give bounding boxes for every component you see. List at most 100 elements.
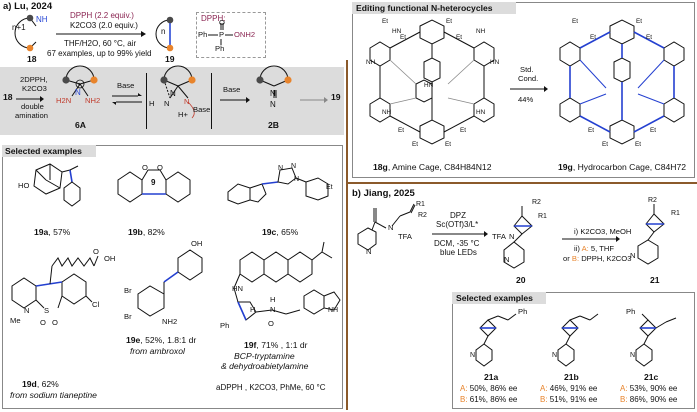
example-21b-label: 21b: [564, 372, 579, 382]
cond-sc: Sc(OTf)3/L*: [436, 220, 479, 229]
prod-21-r2: R2: [648, 197, 657, 204]
atom-h-19f: H: [250, 305, 256, 314]
cage-arrow-bottom: 44%: [518, 95, 534, 104]
cage-et-5: Et: [398, 127, 405, 134]
sm-n-label: n+1: [12, 23, 26, 32]
section-b-arrow-1: [432, 231, 488, 237]
example-21a-ph: Ph: [518, 307, 528, 316]
product-compound-label: 19: [165, 54, 175, 64]
amine-cage-structure: [369, 19, 495, 145]
ts-n3: N: [184, 97, 190, 106]
cage2-et-8: Et: [635, 141, 642, 148]
ts-bracket: [146, 73, 212, 129]
atom-ph-19f: Ph: [220, 321, 230, 330]
dpph-o: O: [219, 18, 225, 27]
section-a-heading: a) Lu, 2024: [3, 1, 53, 12]
cage-et-1: Et: [382, 18, 389, 25]
cage-arrow-top1: Std.: [520, 65, 534, 74]
int-6a-h2n: H2N: [56, 96, 72, 105]
cage-hn-mid: HN: [424, 82, 434, 89]
atom-o-19b-1: O: [142, 163, 148, 172]
int-2b-structure: [256, 65, 292, 98]
mech-reagent-top: 2DPPH,: [20, 75, 48, 84]
example-21c-a: A: 53%, 90% ee: [620, 384, 678, 393]
product-n-label: n: [161, 27, 166, 36]
sm-b-r1: R1: [416, 201, 425, 208]
int-20-r2: R2: [532, 199, 541, 206]
int-6a-label: 6A: [75, 120, 86, 130]
example-19d-caption: 19d, 62%: [22, 379, 59, 389]
mech-arrow-3: [300, 97, 328, 103]
cage-panel: [352, 2, 695, 178]
cond-leds: blue LEDs: [440, 248, 477, 257]
atom-et-19c: Et: [326, 184, 333, 191]
example-19b-caption: 19b, 82%: [128, 227, 165, 237]
example-19a-caption: 19a, 57%: [34, 227, 71, 237]
ts-h-plus: H+: [178, 110, 188, 119]
mech-reagent-bottom2: amination: [15, 111, 48, 120]
reagent-dpph: DPPH (2.2 equiv.): [70, 11, 134, 20]
atom-ho: HO: [18, 181, 30, 190]
int-20-r1: R1: [538, 213, 547, 220]
example-21a-a: A: 50%, 86% ee: [460, 384, 518, 393]
atom-br2: Br: [124, 312, 132, 321]
dpph-title: DPPH:: [201, 14, 226, 23]
mech-reagent-mid: K2CO3: [22, 84, 47, 93]
selected-examples-panel-b: [452, 292, 695, 409]
dpph-ph-bottom: Ph: [215, 44, 225, 53]
cage-et-8: Et: [445, 141, 452, 148]
prod-21-r1: R1: [671, 210, 680, 217]
int-2b-label: 2B: [268, 120, 279, 130]
example-21a-n: N: [470, 352, 476, 359]
mech-arrow-2: [220, 97, 250, 103]
example-21a-label: 21a: [484, 372, 499, 382]
vertical-divider: [346, 60, 348, 410]
atom-n-19d: N: [24, 306, 30, 315]
cage-title-bg: [352, 2, 516, 14]
triazole-n2: N: [291, 163, 297, 170]
example-21c-n: N: [630, 352, 636, 359]
cage-hn-4: HN: [476, 109, 486, 116]
ts-n2: N: [164, 99, 170, 108]
ts-n1: N: [170, 89, 176, 98]
atom-o1-19d: O: [40, 318, 46, 327]
dpph-bonds: [208, 23, 233, 45]
mech-arrow-1: [16, 96, 44, 102]
atom-cooh-o: O: [93, 247, 99, 256]
int-6a-structure: +: [62, 65, 98, 97]
example-19a-structure: [33, 163, 81, 207]
mech-reagent-bottom1: double: [21, 102, 44, 111]
int-20-label: 20: [516, 275, 526, 285]
int-2b-n2: N: [270, 100, 276, 109]
cage-et-7: Et: [412, 141, 419, 148]
cage2-et-1: Et: [572, 18, 579, 25]
cage2-et-5: Et: [588, 127, 595, 134]
cage2-et-7: Et: [602, 141, 609, 148]
atom-nh2-19e: NH2: [162, 317, 178, 326]
example-21b-a: A: 46%, 91% ee: [540, 384, 598, 393]
example-19b-structure: [117, 169, 191, 203]
int-6a-n: N: [75, 88, 81, 97]
atom-n-19f: N: [270, 305, 276, 314]
triazole-n1: N: [278, 165, 284, 172]
example-19c-caption: 19c, 65%: [262, 227, 299, 237]
cage-nh-4: NH: [382, 109, 392, 116]
atom-oh-19d: OH: [104, 254, 116, 263]
mech-base-1: Base: [117, 81, 135, 90]
example-21b-b: B: 51%, 91% ee: [540, 395, 598, 404]
cage-heading: Editing functional N-heterocycles: [356, 3, 493, 13]
selected-examples-panel-a: [2, 145, 343, 409]
dpph-p: P: [219, 30, 225, 39]
mech-start-label: 18: [3, 92, 13, 102]
selected-title-a: Selected examples: [5, 146, 82, 156]
example-19d-structure: [11, 255, 99, 309]
example-21c-ph: Ph: [626, 307, 636, 316]
example-19d-source: from sodium tianeptine: [10, 390, 97, 400]
reaction-arrow-a: [56, 31, 146, 37]
sm-b-r2: R2: [418, 212, 427, 219]
cond-dcm: DCM, -35 °C: [434, 239, 480, 248]
section-b-sm-structure: [357, 203, 416, 251]
prod-21-label: 21: [650, 275, 660, 285]
atom-o2-19d: O: [52, 318, 58, 327]
ts-h: H: [149, 99, 155, 108]
